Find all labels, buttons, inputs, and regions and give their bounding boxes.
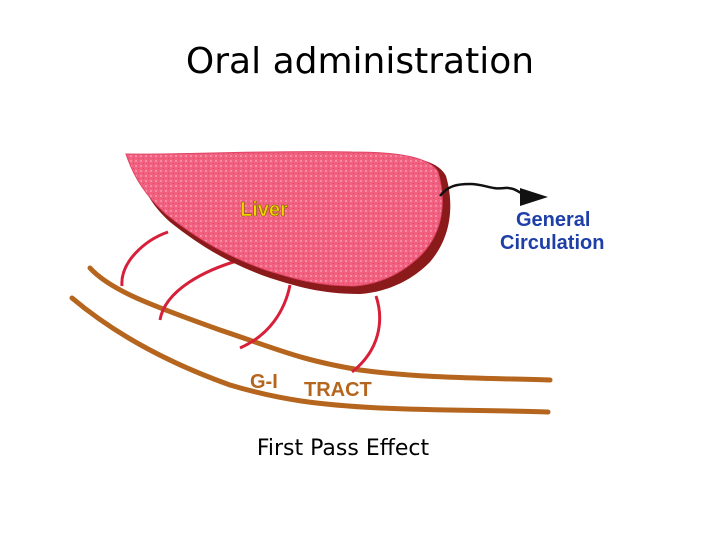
circulation-label-line1: General	[516, 209, 590, 231]
liver-label: Liver	[240, 199, 288, 221]
circulation-label-line2: Circulation	[500, 232, 604, 254]
gi-label-part1: G-I	[250, 371, 278, 393]
hepatic-vein-line	[439, 182, 529, 198]
hepatic-outflow	[439, 182, 548, 206]
vessel-2	[158, 258, 241, 321]
vessel-1	[120, 230, 169, 287]
gi-tract	[69, 265, 553, 415]
gi-tract-upper-wall	[87, 265, 553, 383]
portal-vessels	[120, 230, 382, 374]
diagram-caption: First Pass Effect	[256, 436, 430, 461]
slide-title: Oral administration	[185, 41, 535, 82]
gi-tract-lower-wall	[69, 295, 551, 415]
arrow-head-icon	[520, 188, 548, 206]
gi-label-part2: TRACT	[304, 379, 372, 401]
vessel-3	[239, 284, 292, 350]
vessel-4	[351, 295, 382, 374]
liver	[125, 151, 443, 287]
